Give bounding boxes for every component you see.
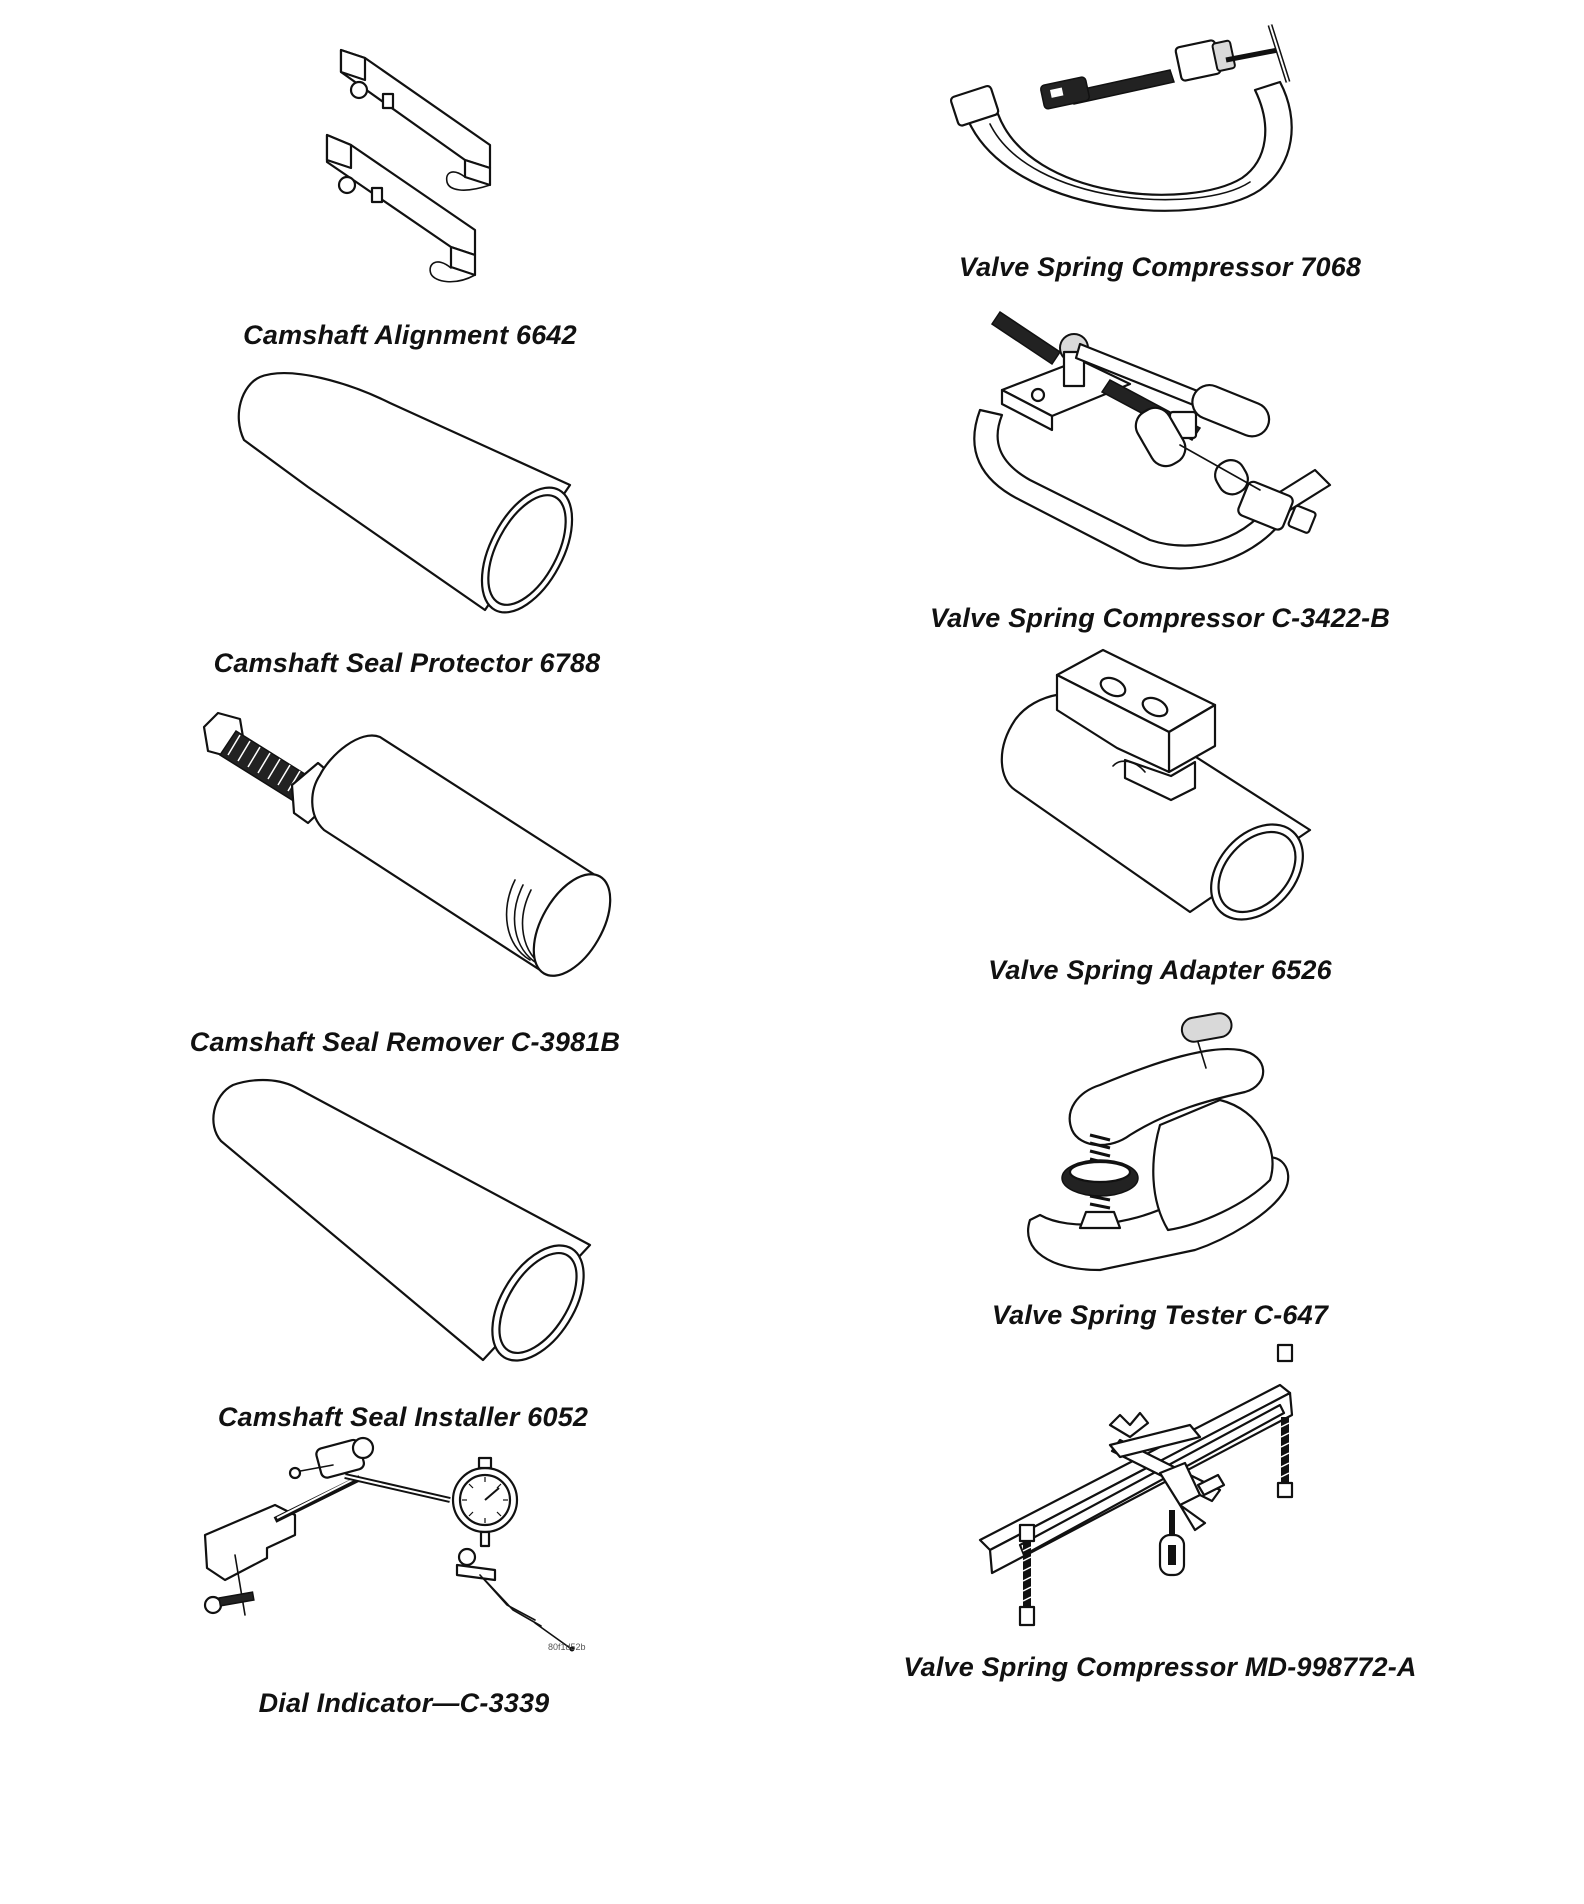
caption-valve-spring-tester: Valve Spring Tester C-647 [991,1300,1329,1330]
caption-camshaft-seal-protector: Camshaft Seal Protector 6788 [213,648,601,678]
caption-camshaft-alignment: Camshaft Alignment 6642 [243,320,577,350]
caption-dial-indicator: Dial Indicator—C-3339 [258,1688,550,1718]
valve-spring-tester-illustration [1010,1000,1310,1280]
figure-id-label: 80f1d52b [548,1642,586,1652]
caption-valve-spring-adapter: Valve Spring Adapter 6526 [988,955,1332,985]
caption-valve-spring-compressor-c3422b: Valve Spring Compressor C-3422-B [929,603,1391,633]
valve-spring-compressor-md998772a-illustration [980,1345,1380,1635]
caption-camshaft-seal-installer: Camshaft Seal Installer 6052 [217,1402,589,1432]
valve-spring-compressor-c3422b-illustration [960,300,1350,570]
camshaft-seal-protector-illustration [230,365,590,625]
caption-valve-spring-compressor-7068: Valve Spring Compressor 7068 [958,252,1362,282]
camshaft-alignment-illustration [315,50,515,300]
caption-camshaft-seal-remover: Camshaft Seal Remover C-3981B [189,1027,621,1057]
dial-indicator-illustration [195,1440,595,1652]
caption-valve-spring-compressor-md998772a: Valve Spring Compressor MD-998772-A [903,1652,1417,1682]
camshaft-seal-remover-illustration [200,705,620,985]
valve-spring-adapter-illustration [995,650,1325,940]
valve-spring-compressor-7068-illustration [950,20,1360,230]
camshaft-seal-installer-illustration [205,1075,605,1365]
